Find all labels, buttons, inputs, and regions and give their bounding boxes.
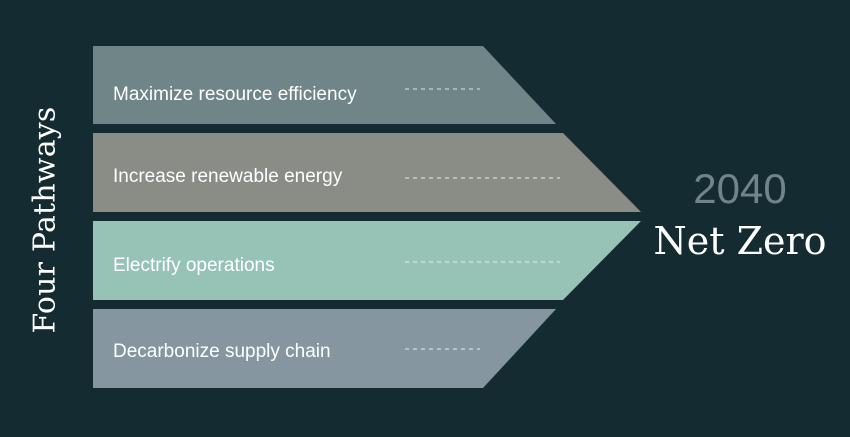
pathway-1-band: [93, 46, 556, 124]
pathway-3: Electrify operations: [93, 221, 641, 300]
diagram-vertical-title: Four Pathways: [27, 106, 63, 334]
goal-year: 2040: [693, 165, 787, 212]
pathway-1: Maximize resource efficiency: [93, 46, 556, 124]
pathway-4-label: Decarbonize supply chain: [113, 341, 331, 362]
pathway-2-band: [93, 133, 641, 212]
pathway-2: Increase renewable energy: [93, 133, 641, 212]
pathway-4-band: [93, 309, 556, 388]
goal-title: Net Zero: [653, 219, 827, 263]
pathway-3-label: Electrify operations: [113, 255, 275, 276]
pathway-4: Decarbonize supply chain: [93, 309, 556, 388]
pathway-2-label: Increase renewable energy: [113, 166, 343, 187]
pathway-1-label: Maximize resource efficiency: [113, 84, 357, 105]
pathway-3-band: [93, 221, 641, 300]
